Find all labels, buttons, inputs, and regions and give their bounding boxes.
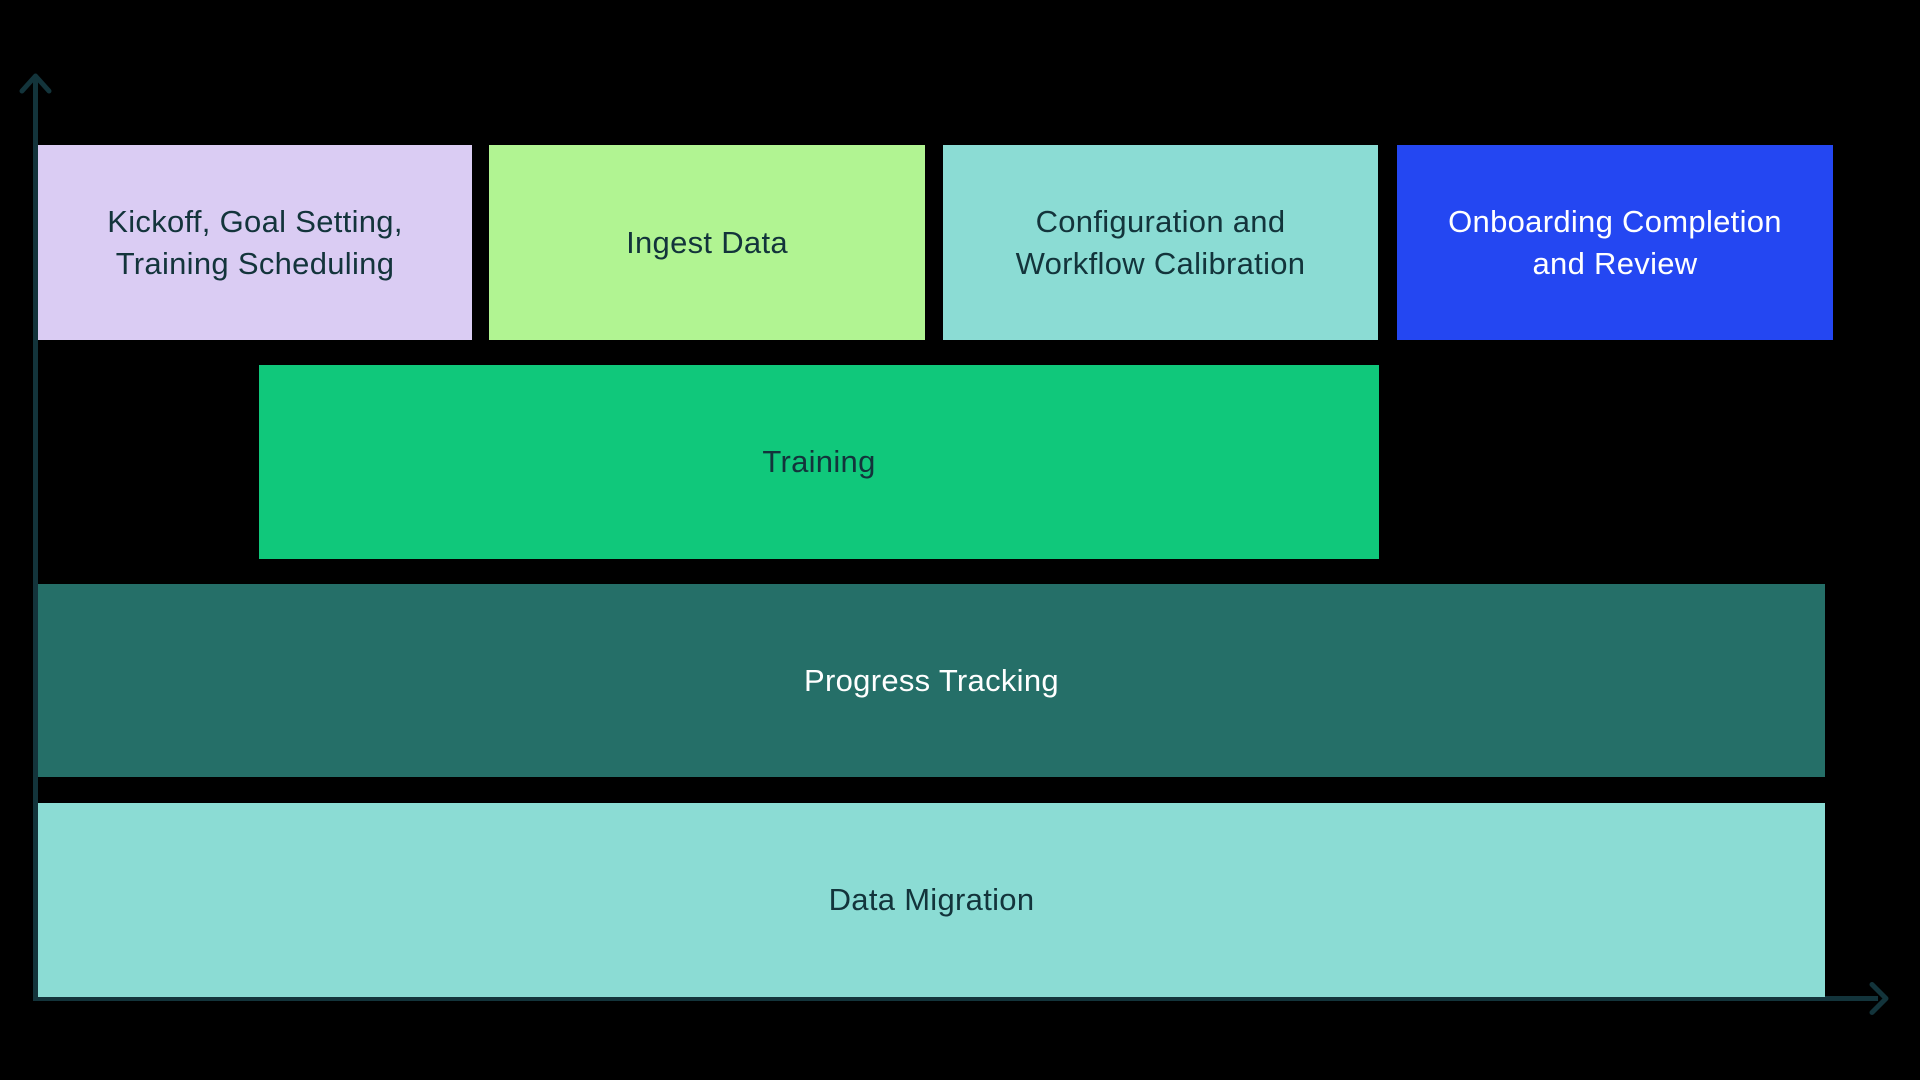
task-bar-progress-tracking: Progress Tracking	[38, 584, 1825, 777]
task-bar-training: Training	[259, 365, 1379, 559]
x-axis-arrow-icon	[1869, 982, 1889, 1015]
task-bar-kickoff-goal-setting-training-scheduling: Kickoff, Goal Setting, Training Scheduli…	[38, 145, 472, 340]
task-bar-ingest-data: Ingest Data	[489, 145, 925, 340]
y-axis-arrow-icon	[19, 73, 52, 94]
task-bar-onboarding-completion-review: Onboarding Completion and Review	[1397, 145, 1833, 340]
task-bar-data-migration: Data Migration	[38, 803, 1825, 997]
task-bar-configuration-workflow-calibration: Configuration and Workflow Calibration	[943, 145, 1378, 340]
